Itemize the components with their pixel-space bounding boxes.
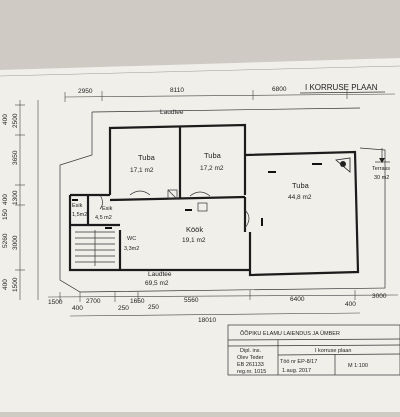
plan-title: I KORRUSE PLAAN: [305, 83, 378, 92]
title-block-date: 1.aug. 2017: [282, 368, 311, 374]
title-block-sheet-name: I korruse plaan: [315, 348, 351, 354]
dim-left-6: 150: [2, 209, 9, 220]
room-tuba3-name: Tuba: [292, 181, 310, 190]
paper: [0, 58, 400, 412]
building-walls: [68, 123, 360, 277]
title-block-label: Dipl. ins.: [240, 348, 262, 354]
room-esik2-name: Esik: [102, 206, 113, 212]
room-tuba1-area: 17,1 m2: [130, 167, 154, 174]
dim-left-4: 1300: [12, 190, 19, 205]
dim-left-9: 1500: [12, 277, 19, 292]
title-block-reg2: reg.nr. 1015: [237, 369, 266, 375]
stove-symbol: [197, 202, 208, 212]
room-terrass-area: 30 m2: [374, 175, 389, 181]
dim-bottom-a-4: 5560: [184, 297, 199, 304]
dim-bottom-b-2: 250: [118, 305, 129, 312]
room-wc-name: WC: [127, 236, 136, 242]
dim-left-8: 3000: [12, 235, 19, 250]
left-dimension-chain: [15, 100, 39, 300]
dim-bottom-a-2: 2700: [86, 298, 101, 305]
dim-bottom-b-3: 250: [148, 304, 159, 311]
laudtee-outline: [59, 112, 386, 293]
dim-left-7: 5260: [2, 233, 9, 248]
room-tuba2-name: Tuba: [204, 151, 222, 160]
dim-bottom-a-6: 3000: [372, 293, 387, 300]
room-esik1-area: 1,5m2: [72, 212, 87, 218]
room-kook-name: Köök: [186, 225, 203, 234]
dim-top-2: 8110: [170, 87, 184, 94]
dim-bottom-a-1: 1500: [48, 299, 63, 306]
top-dimension-chain: 2950 8110 6800: [64, 86, 396, 102]
dim-left-2: 2500: [12, 113, 19, 128]
room-wc-area: 3,3m2: [124, 246, 139, 252]
title-block: [227, 324, 400, 376]
title-block-project: ÕÕPIKU ELAMU LAIENDUS JA ÜMBER: [240, 330, 340, 337]
title-underline: [299, 91, 386, 94]
room-tuba1-name: Tuba: [138, 153, 156, 162]
paper-frame-line: [0, 65, 400, 77]
dim-bottom-b-1: 400: [72, 305, 83, 312]
dim-total: 18010: [198, 317, 216, 324]
chimney-symbol: [167, 189, 178, 200]
laudtee-top-label: Laudtee: [160, 109, 184, 116]
laudtee-bottom-area: 69,5 m2: [145, 280, 169, 287]
dim-left-1: 400: [2, 114, 9, 125]
room-terrass-name: Terrass: [372, 166, 390, 172]
room-kook-area: 19,1 m2: [182, 237, 206, 244]
title-block-reg1: EB 261133: [237, 362, 264, 368]
room-esik1-name: Esik: [72, 203, 83, 209]
stairs: [75, 230, 115, 266]
dim-top-1: 2950: [78, 88, 93, 95]
dim-left-10: 400: [2, 279, 9, 290]
title-block-engineer: Olev Teder: [237, 355, 264, 361]
title-block-scale: M 1:100: [348, 363, 368, 369]
laudtee-top-edge: [91, 107, 361, 113]
dim-top-3: 6800: [272, 86, 287, 93]
dim-bottom-b-4: 400: [345, 301, 356, 308]
room-tuba2-area: 17,2 m2: [200, 165, 224, 172]
laudtee-bottom-name: Laudtee: [148, 271, 172, 278]
room-tuba3-area: 44,8 m2: [288, 194, 312, 201]
dim-left-5: 400: [2, 194, 9, 205]
fireplace-dot: [340, 161, 346, 167]
door-symbols: [72, 163, 322, 229]
dim-bottom-a-3: 1650: [130, 298, 145, 305]
dim-left-3: 3650: [12, 150, 19, 165]
bottom-dimension-chain: [47, 290, 399, 317]
dim-bottom-a-5: 6400: [290, 296, 305, 303]
title-block-work-no: Töö nr EP-8/17: [280, 359, 317, 365]
room-esik2-area: 4,5 m2: [95, 215, 112, 221]
